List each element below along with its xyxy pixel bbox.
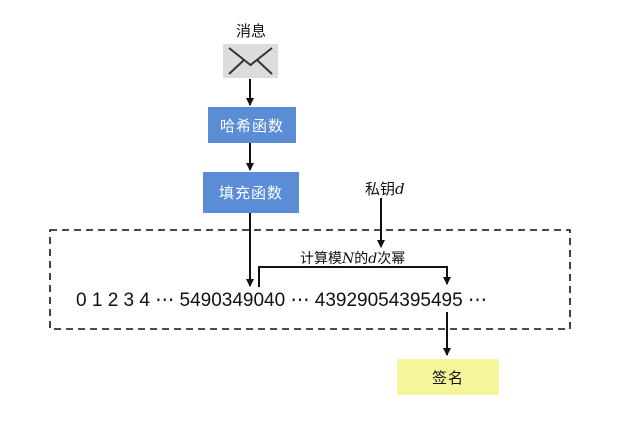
sequence-ellipsis-3: ⋯ — [467, 290, 487, 311]
arrow-compute-bracket — [258, 266, 451, 287]
compute-label: 计算模N的d次幂 — [300, 251, 406, 267]
sequence-value-1: 5490349040 — [179, 290, 286, 311]
padding-function-box: 填充函数 — [203, 172, 299, 213]
sequence-start: 0 1 2 3 4 — [76, 290, 150, 311]
hash-function-box: 哈希函数 — [208, 107, 296, 143]
message-label: 消息 — [236, 22, 267, 40]
envelope-icon — [223, 44, 278, 78]
sequence-ellipsis-2: ⋯ — [290, 290, 310, 311]
signature-box: 签名 — [397, 359, 499, 395]
private-key-label: 私钥d — [365, 180, 405, 198]
sequence-ellipsis-1: ⋯ — [155, 290, 175, 311]
number-sequence: 0 1 2 3 4 ⋯ 5490349040 ⋯ 43929054395495 … — [76, 289, 487, 312]
dashed-frame — [49, 229, 571, 330]
sequence-value-2: 43929054395495 — [314, 290, 463, 311]
